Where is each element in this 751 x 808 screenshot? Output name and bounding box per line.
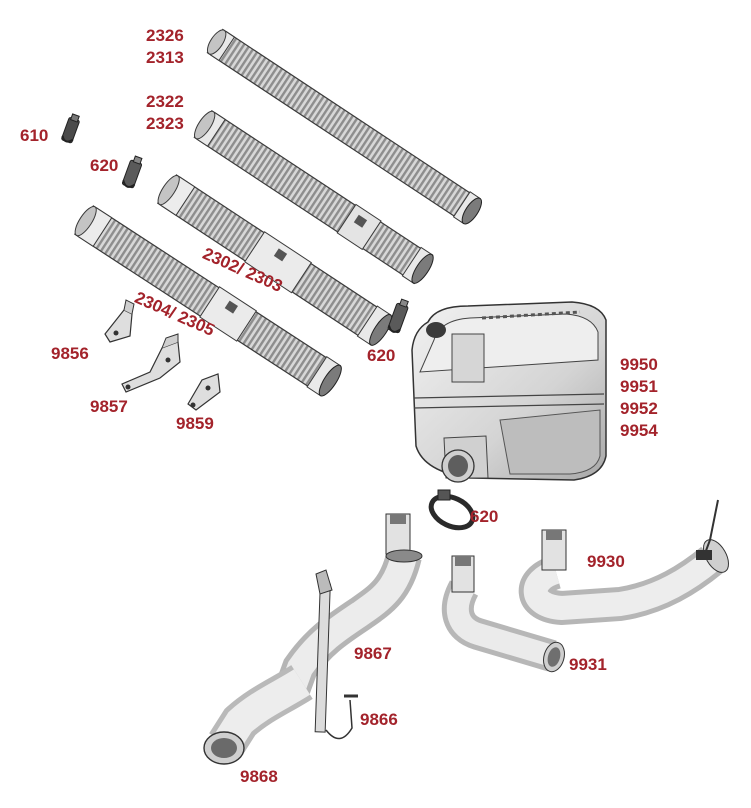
- flex-pipe-2302: [156, 174, 393, 346]
- part-number: 9857: [90, 397, 128, 416]
- tailpipe-9930-part: [518, 499, 729, 626]
- pipe-9867-part: [275, 513, 423, 697]
- part-number: 9930: [587, 552, 625, 571]
- part-label-clamp-620-a: 620: [90, 155, 118, 177]
- part-number: 9954: [620, 421, 658, 440]
- part-number: 2326: [146, 26, 184, 45]
- part-label-pipe-2322: 2322 2323: [146, 91, 184, 135]
- part-number: 620: [470, 507, 499, 526]
- part-number: 610: [20, 126, 49, 145]
- rod-9866-part: [314, 569, 358, 740]
- part-number: 9931: [569, 655, 607, 674]
- part-label-pipe-9867: 9867: [354, 643, 392, 665]
- part-label-clamp-620-b: 620: [367, 345, 395, 367]
- part-label-clamp-620-c: 620: [470, 506, 498, 528]
- part-label-clamp-610: 610: [20, 125, 48, 147]
- part-label-bracket-9859: 9859: [176, 413, 214, 435]
- part-number: 9867: [354, 644, 392, 663]
- part-label-bracket-9857: 9857: [90, 396, 128, 418]
- clamp-620-left-part: [121, 155, 143, 189]
- part-number: 2323: [146, 114, 184, 133]
- part-label-bracket-9856: 9856: [51, 343, 89, 365]
- tailpipe-9931-part: [441, 555, 565, 673]
- part-number: 2322: [146, 92, 184, 111]
- bracket-9859-part: [187, 373, 221, 411]
- part-number: 9868: [240, 767, 278, 786]
- part-number: 9950: [620, 355, 658, 374]
- part-number: 9952: [620, 399, 658, 418]
- part-label-tailpipe-9931: 9931: [569, 654, 607, 676]
- part-label-strap-9866: 9866: [360, 709, 398, 731]
- part-number: 2313: [146, 48, 184, 67]
- flex-pipe-2326: [206, 28, 483, 225]
- part-number: 9856: [51, 344, 89, 363]
- pipe-9868-part: [203, 665, 313, 765]
- part-number: 9951: [620, 377, 658, 396]
- flex-pipe-2322: [193, 109, 434, 285]
- clamp-620-middle-part: [387, 298, 409, 334]
- muffler-part: [411, 301, 607, 483]
- flex-pipe-2304: [74, 205, 342, 397]
- part-number: 9866: [360, 710, 398, 729]
- part-number: 9859: [176, 414, 214, 433]
- part-label-tailpipe-9930: 9930: [587, 551, 625, 573]
- bracket-9857-part: [121, 333, 181, 393]
- bracket-9856-part: [104, 299, 135, 343]
- part-number: 620: [367, 346, 396, 365]
- part-label-muffler: 9950 9951 9952 9954: [620, 354, 658, 442]
- part-number: 620: [90, 156, 119, 175]
- part-label-pipe-2326: 2326 2313: [146, 25, 184, 69]
- clamp-610-part: [61, 113, 80, 144]
- part-label-pipe-9868: 9868: [240, 766, 278, 788]
- band-clamp-620-part: [428, 489, 476, 531]
